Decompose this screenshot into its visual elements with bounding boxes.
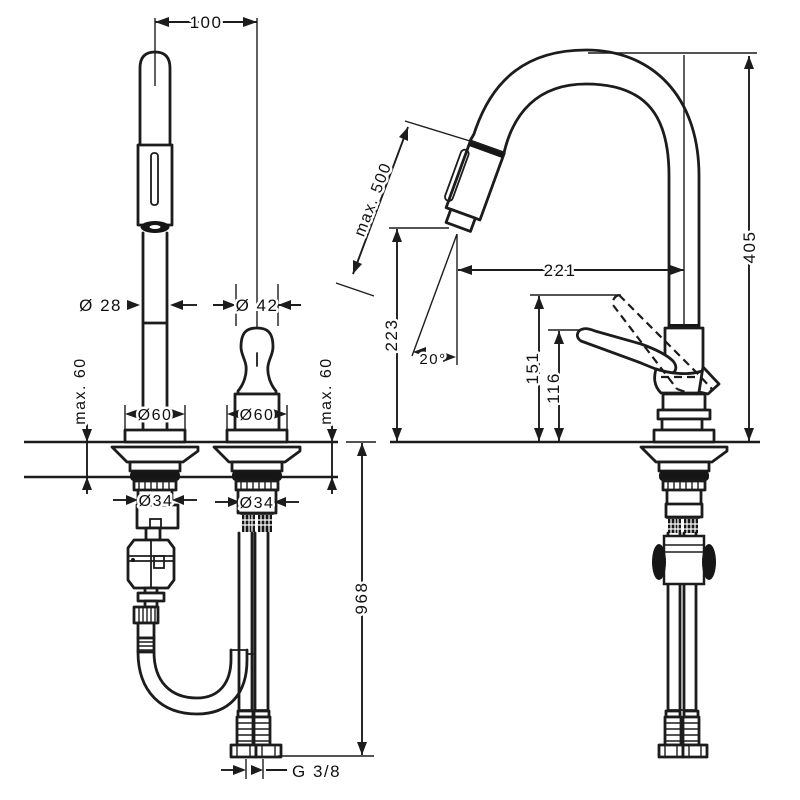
dim-label-d42: Ø 42 (236, 296, 279, 315)
dim-label-221: 221 (544, 261, 577, 280)
dim-spout-height: 405 (588, 52, 762, 441)
hex-fitting-left (229, 743, 258, 759)
faucet-braided-section (666, 517, 700, 533)
spray-pipe-body (141, 231, 169, 432)
valve-escutcheon (225, 428, 289, 444)
dim-counter-thickness-right: max. 60 (316, 355, 338, 494)
faucet-oring (659, 471, 709, 481)
hose-coupling-ridges (138, 607, 156, 623)
spray-neck (144, 526, 162, 542)
dim-label-d34-right: Ø34 (240, 495, 275, 512)
hose-weight-details (127, 539, 175, 589)
handle-rear-tip (697, 365, 721, 396)
faucet-supply-pipes (666, 531, 698, 712)
dim-label-d28: Ø 28 (79, 296, 122, 315)
dim-spray-base-diameter: Ø60 (124, 405, 186, 431)
spray-ridge-lines (138, 481, 170, 490)
body-lower2 (660, 417, 704, 432)
dim-label-max60-right: max. 60 (318, 357, 335, 424)
spray-slot (150, 152, 159, 206)
mounting-clamp (652, 534, 716, 586)
faucet-pipe-fittings (657, 709, 709, 759)
spray-shaft (136, 488, 174, 507)
dim-outlet-height: 223 (380, 227, 449, 441)
faucet-mount-flange (639, 445, 729, 464)
hex-fitting-right (254, 743, 283, 759)
spray-head-nozzle (444, 207, 477, 233)
dim-label-151: 151 (523, 352, 542, 385)
dim-connection-thread: G 3/8 (221, 759, 342, 784)
hex-fitting-right2 (681, 743, 709, 759)
dim-spout-reach: 221 (458, 55, 685, 326)
faucet-ridge-lines (667, 481, 699, 490)
dim-label-d34-left: Ø34 (139, 493, 174, 510)
dim-valve-diameter: Ø 42 (213, 284, 301, 326)
dim-spray-shaft-diameter: Ø34 (113, 491, 197, 513)
dimensions: 100 Ø 28 Ø 42 Ø60 (70, 11, 762, 784)
clamp-wing-right (702, 544, 716, 580)
valve-unit-view (212, 326, 302, 759)
dim-label-max60-left: max. 60 (72, 357, 89, 424)
spout-arc (468, 48, 701, 328)
dim-label-20deg: 20° (419, 351, 446, 368)
faucet-shaft-box (664, 502, 704, 519)
faucet-escutcheon (652, 428, 716, 444)
assembled-faucet-view (444, 48, 729, 759)
dim-spray-diameter: Ø 28 (77, 294, 197, 318)
dim-spray-angle: 20° (411, 233, 458, 371)
dim-hole-spacing: 100 (154, 11, 258, 329)
spray-sleeve (136, 143, 174, 227)
hex-fitting-left2 (657, 743, 685, 759)
pullout-hose-loop (136, 648, 249, 716)
dim-label-968: 968 (352, 582, 371, 615)
valve-oring (232, 471, 282, 481)
valve-pipe-fittings (229, 709, 283, 759)
spray-head-button (444, 148, 470, 202)
faucet-shaft (665, 488, 703, 506)
dim-counter-thickness-left: max. 60 (70, 355, 92, 494)
spray-escutcheon (123, 428, 187, 444)
spray-head-joint (468, 141, 504, 159)
spray-outlet-hole (149, 225, 161, 229)
dim-label-max500: max. 500 (352, 160, 396, 239)
handle-lever (576, 327, 678, 375)
dim-hose-length: 968 (278, 441, 376, 757)
spray-oring (130, 471, 180, 481)
dim-label-d60-right: Ø60 (240, 407, 275, 424)
dim-valve-base-diameter: Ø60 (226, 405, 288, 431)
dim-label-g38: G 3/8 (292, 762, 341, 781)
valve-braided-hoses (240, 513, 274, 532)
hose-end-ridges (138, 641, 154, 651)
hose-connector (136, 621, 156, 640)
spray-ridge-band (132, 479, 178, 492)
dim-label-223: 223 (382, 319, 401, 352)
dim-handle-raised-height: 151 (521, 294, 621, 441)
body-lower (661, 392, 707, 412)
valve-mount-flange (212, 445, 302, 464)
clamp-wing-left (652, 544, 666, 580)
dim-label-d60-left: Ø60 (138, 407, 173, 424)
dim-label-405: 405 (740, 231, 759, 264)
dim-valve-shaft-diameter: Ø34 (215, 493, 299, 515)
faucet-mount-cylinder (657, 460, 711, 473)
faucet-ridge-band (661, 479, 707, 492)
valve-mount-cylinder (230, 460, 284, 473)
spray-mount-cylinder (128, 460, 182, 473)
dim-handle-height: 116 (542, 329, 581, 441)
spray-mount-flange (110, 445, 200, 464)
valve-ridge-lines (240, 481, 272, 490)
spray-head (444, 139, 506, 233)
dim-label-116: 116 (544, 372, 563, 404)
spray-pipe-view (110, 50, 249, 716)
dim-label-100: 100 (190, 13, 223, 32)
